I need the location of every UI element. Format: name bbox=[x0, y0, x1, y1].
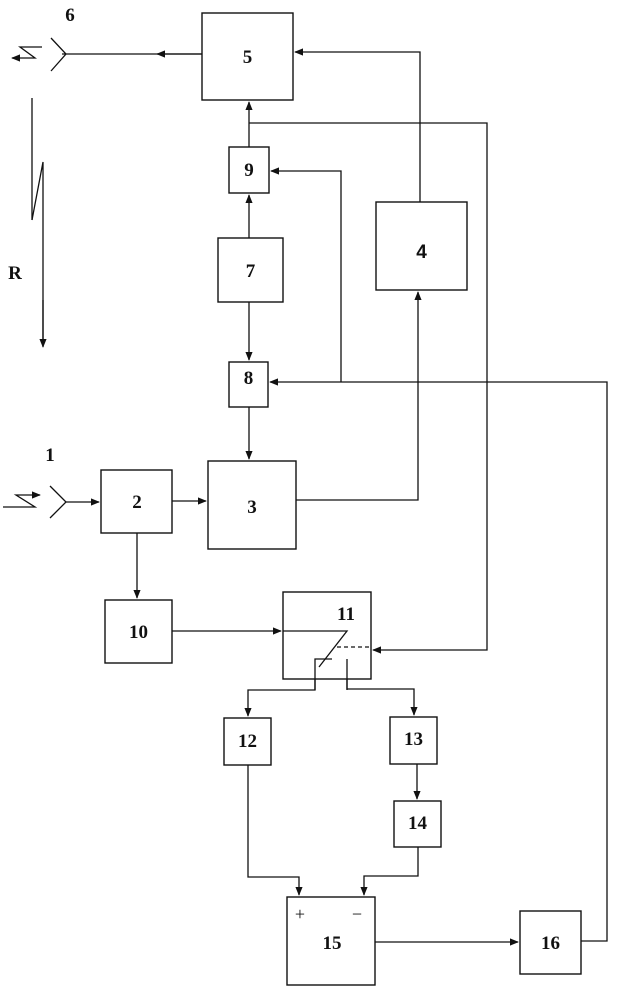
block-2-label: 2 bbox=[132, 492, 142, 513]
antenna-1-label: 1 bbox=[45, 445, 55, 466]
range-label: R bbox=[8, 263, 22, 284]
block-5-label: 5 bbox=[243, 47, 253, 68]
range-break-icon bbox=[32, 162, 43, 345]
line-14-to-15-minus bbox=[364, 847, 418, 895]
radiated-wave-icon bbox=[12, 47, 42, 58]
block-2: 2 bbox=[101, 470, 172, 533]
line-4-to-5 bbox=[295, 52, 420, 202]
antenna-1-icon bbox=[50, 486, 66, 518]
block-8-label: 8 bbox=[244, 368, 254, 389]
block-15-comparator: + − 15 bbox=[287, 897, 375, 985]
block-12: 12 bbox=[224, 718, 271, 765]
block-13-label: 13 bbox=[404, 729, 423, 750]
antenna-6-label: 6 bbox=[65, 5, 75, 26]
block-11-switch: 11 bbox=[283, 592, 371, 690]
antenna-1: 1 bbox=[3, 445, 66, 518]
block-9: 9 bbox=[229, 147, 269, 193]
range-indicator: R bbox=[8, 98, 43, 347]
block-5: 5 bbox=[202, 13, 293, 100]
block-16-label: 16 bbox=[541, 933, 560, 954]
block-3-label: 3 bbox=[247, 497, 257, 518]
block-12-label: 12 bbox=[238, 731, 257, 752]
incoming-wave-icon bbox=[3, 495, 40, 507]
line-3-to-4 bbox=[296, 292, 418, 500]
line-12-to-15-plus bbox=[248, 765, 299, 895]
block-15-label: 15 bbox=[323, 933, 342, 954]
antenna-6: 6 bbox=[12, 5, 75, 71]
plus-sign: + bbox=[295, 904, 305, 924]
block-10-label: 10 bbox=[129, 622, 148, 643]
block-14: 14 bbox=[394, 801, 441, 847]
block-9-label: 9 bbox=[244, 160, 254, 181]
minus-sign: − bbox=[352, 904, 362, 924]
block-4-label: 4 bbox=[416, 242, 427, 263]
block-14-label: 14 bbox=[408, 813, 428, 834]
block-7: 7 bbox=[218, 238, 283, 302]
block-11-label: 11 bbox=[337, 604, 355, 625]
block-4: 4 bbox=[376, 202, 467, 290]
block-3: 3 bbox=[208, 461, 296, 549]
block-10: 10 bbox=[105, 600, 172, 663]
block-7-label: 7 bbox=[246, 261, 256, 282]
block-16: 16 bbox=[520, 911, 581, 974]
block-8: 8 bbox=[229, 362, 268, 407]
block-13: 13 bbox=[390, 717, 437, 764]
